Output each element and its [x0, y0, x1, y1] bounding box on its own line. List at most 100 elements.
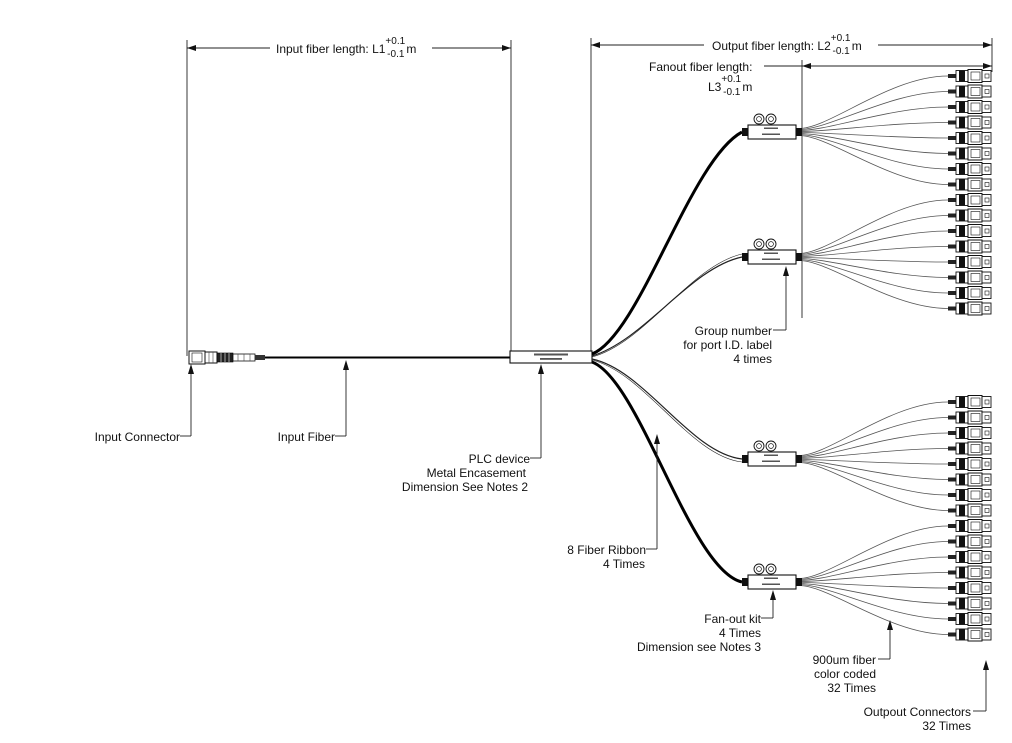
fiber-900um [798, 461, 949, 496]
output-connector [948, 472, 992, 487]
fiber-900um [798, 462, 949, 511]
fanout-kit [747, 249, 797, 265]
output-length-tol-plus: +0.1 [831, 33, 851, 44]
output-connector [948, 69, 992, 83]
output-connectors-label: Outpout Connectors [864, 705, 971, 719]
output-connector [948, 426, 992, 440]
output-connector [948, 286, 992, 300]
fanout-kit-boot [796, 578, 802, 586]
fanout-length-label: Fanout fiber length: [649, 60, 752, 74]
fanout-kit-boot [796, 128, 802, 136]
kit-marking [764, 577, 778, 579]
output-length-unit: m [852, 39, 862, 53]
fiber-900um [798, 132, 949, 139]
ribbon-label: 8 Fiber Ribbon [567, 543, 646, 557]
callout-group-number: Group number for port I.D. label 4 times [683, 266, 789, 366]
input-length-tol-plus: +0.1 [385, 36, 405, 47]
fiber-900um [798, 525, 949, 579]
fanout-group-3 [742, 395, 992, 518]
port-id-label-ring [765, 440, 777, 452]
fiber-900um [798, 583, 949, 604]
fanout-kit-boot [742, 128, 748, 136]
fiber-900um [798, 135, 949, 185]
plc-device-sub1: Metal Encasement [427, 466, 527, 480]
port-id-label-ring [768, 566, 774, 572]
input-length-tol-minus: -0.1 [387, 49, 405, 60]
fanout-kit-boot [742, 253, 748, 261]
ribbon-count: 4 Times [603, 557, 645, 571]
fanout-length-prefix: L3 [708, 80, 722, 94]
callout-ribbon: 8 Fiber Ribbon 4 Times [567, 434, 660, 571]
port-id-label-ring [765, 238, 777, 250]
output-connector [948, 596, 992, 611]
fanout-kit-label: Fan-out kit [704, 612, 761, 626]
port-id-label-ring [765, 563, 777, 575]
output-connectors-count: 32 Times [922, 719, 971, 733]
fanout-length-tol-minus: -0.1 [723, 87, 741, 98]
fanout-kit-boot [742, 578, 748, 586]
svg-text:Output fiber length: L2+0.1-0.: Output fiber length: L2+0.1 -0.1m [712, 33, 862, 57]
output-connector [948, 301, 992, 316]
fiber-900um [798, 584, 949, 620]
svg-text:Input fiber length: L1+0.1-0.1: Input fiber length: L1+0.1-0.1m [276, 36, 416, 60]
callout-output-connectors: Outpout Connectors 32 Times [864, 660, 989, 733]
fiber-900um [798, 459, 949, 465]
plc-device-label: PLC device [469, 452, 531, 466]
output-connector [948, 503, 992, 518]
output-connector [948, 193, 992, 207]
output-connector [948, 255, 992, 269]
fanout-kit-boot [796, 253, 802, 261]
fiber-900um [798, 258, 949, 278]
plc-device [509, 350, 593, 364]
fanout-kit [747, 124, 797, 140]
fiber-900um [798, 259, 949, 294]
output-connector [948, 146, 992, 161]
output-length-tol-minus: -0.1 [833, 46, 851, 57]
port-id-label-ring [753, 440, 765, 452]
port-id-label-ring [765, 113, 777, 125]
output-connector [948, 612, 992, 626]
port-id-label-ring [768, 443, 774, 449]
fiber-900um [798, 448, 949, 459]
port-id-label-ring [756, 566, 762, 572]
kit-marking [764, 127, 778, 129]
callout-plc-device: PLC device Metal Encasement Dimension Se… [402, 364, 544, 494]
input-connector [188, 350, 265, 365]
input-fiber-label: Input Fiber [278, 430, 335, 444]
fiber-900um [798, 585, 949, 635]
output-connector [948, 395, 992, 409]
output-connector [948, 162, 992, 176]
callout-fanout-kit: Fan-out kit 4 Times Dimension see Notes … [637, 590, 776, 654]
callout-input-connector: Input Connector [95, 364, 194, 444]
fanout-group-2 [742, 193, 992, 316]
output-connector [948, 534, 992, 549]
plc-device-sub2: Dimension See Notes 2 [402, 480, 528, 494]
port-id-label-ring [756, 241, 762, 247]
port-id-label-ring [756, 443, 762, 449]
callout-input-fiber: Input Fiber [278, 360, 349, 444]
output-connector [948, 457, 992, 471]
kit-marking [762, 460, 780, 462]
fiber-900um [798, 122, 949, 132]
fanout-kit-count: 4 Times [719, 626, 761, 640]
fiber-900um [798, 417, 949, 457]
kit-marking [764, 454, 778, 456]
output-connector [948, 131, 992, 145]
fiber-900um [798, 582, 949, 589]
group-number-sub: for port I.D. label [683, 338, 772, 352]
fiber-900um [798, 134, 949, 170]
fiber-900um [798, 91, 949, 130]
fiber-900um [798, 257, 949, 263]
port-id-label-ring [768, 241, 774, 247]
output-connector [948, 239, 992, 254]
input-length-unit: m [406, 42, 416, 56]
output-length-label: Output fiber length: L2 [712, 39, 831, 53]
output-connector [948, 177, 992, 192]
output-connector [948, 550, 992, 564]
fiber-900um [798, 541, 949, 580]
port-id-label-ring [753, 113, 765, 125]
